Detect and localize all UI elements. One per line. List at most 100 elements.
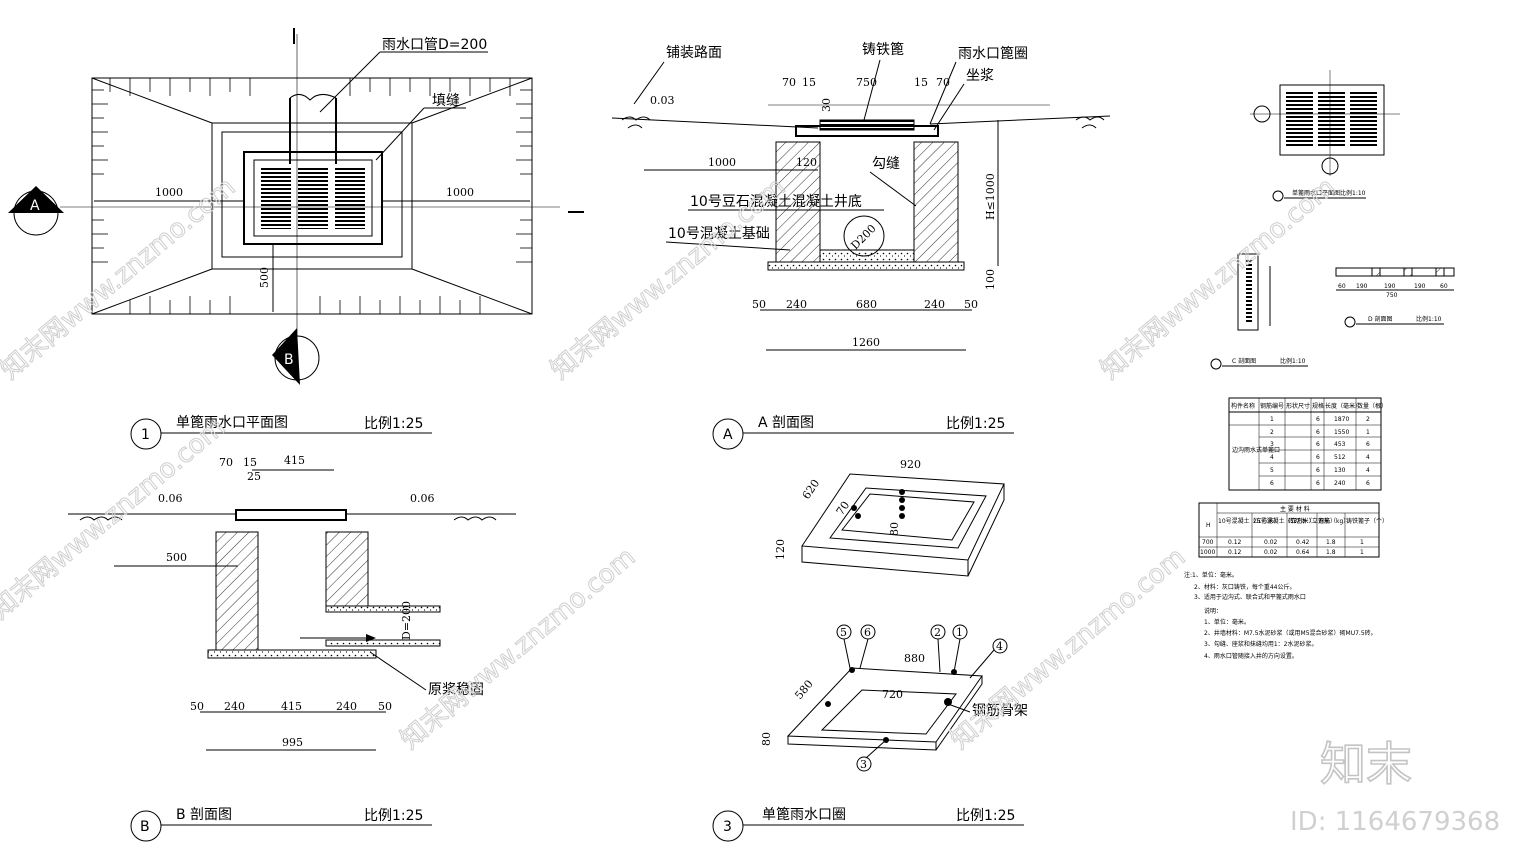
section-a-title: A 剖面图 (758, 415, 814, 431)
dim-50a: 50 (190, 700, 204, 713)
detail-index (1210, 358, 1222, 370)
base-slab (207, 649, 377, 659)
d-dim: 190 (1356, 283, 1368, 290)
detail-slots (1318, 92, 1345, 148)
rebar-cell: 6 (1316, 441, 1320, 448)
dim-620: 620 (800, 477, 823, 502)
soil-symbol (621, 116, 651, 129)
material-cell: 0.64 (1296, 549, 1310, 556)
rebar-cell: 130 (1334, 467, 1346, 474)
joint-label: 勾缝 (872, 156, 900, 172)
leader (665, 241, 791, 251)
rebar-dot (944, 698, 952, 706)
d-marker (1253, 105, 1271, 123)
dim-880: 880 (904, 652, 925, 665)
material-header: H (1206, 522, 1211, 529)
dim-750: 750 (856, 76, 877, 89)
material-cell: 0.12 (1228, 549, 1242, 556)
pipe-top (325, 605, 441, 613)
c-section (1237, 253, 1259, 331)
plan-frame (243, 151, 383, 245)
detail-slots (1286, 92, 1313, 148)
section-a-scale: 比例1:25 (946, 416, 1005, 432)
plan-pipe-break (289, 94, 337, 101)
d-section-bar (1403, 267, 1413, 277)
ring-scale: 比例1:25 (956, 808, 1015, 824)
title-index: 3 (723, 819, 732, 835)
callout-6-num: 6 (864, 626, 871, 639)
rebar-header: 长度（毫米） (1325, 402, 1361, 410)
plan-scale: 比例1:25 (364, 416, 423, 432)
callout-1-num: 1 (956, 626, 963, 639)
soil-symbol (453, 516, 497, 521)
wall-left (775, 141, 821, 263)
slope-right: 0.06 (410, 492, 435, 505)
dim-920: 920 (900, 458, 921, 471)
dim-80: 80 (760, 732, 773, 746)
material-cell: 0.02 (1264, 539, 1278, 546)
c-marker (1321, 157, 1339, 175)
rebar-cell: 4 (1270, 454, 1274, 461)
slope-left: 0.06 (158, 492, 183, 505)
detail-index (1344, 316, 1356, 328)
section-a-view: D200 1000 120 70 15 750 15 70 30 H≤1000 … (611, 42, 1111, 450)
grate (819, 119, 915, 131)
d-dim: 60 (1440, 283, 1448, 290)
title-index: A (723, 427, 733, 443)
material-cell: 0.42 (1296, 539, 1310, 546)
title-index-circle (712, 810, 744, 842)
dim-120: 120 (774, 539, 787, 560)
floor-label: 10号豆石混凝土混凝土井底 (690, 194, 862, 210)
dim-100: 100 (984, 269, 997, 290)
note-line: 3、适用于边沟式、联合式和平篦式雨水口 (1194, 593, 1306, 601)
watermark-logo: 知末 (1320, 737, 1412, 791)
dim-70: 70 (834, 499, 853, 518)
dim-dot (899, 505, 905, 511)
detail-plan-scale: 比例1:10 (1340, 189, 1366, 197)
plan-grate-slots-1 (261, 167, 291, 229)
watermark-text: 知末网www.znzmo.com (0, 412, 231, 625)
grate-top (235, 509, 347, 521)
material-header: 10号混凝土（立方米） (1218, 517, 1280, 525)
dim-80: 80 (888, 522, 901, 536)
dim-15b: 15 (914, 76, 928, 89)
plan-grate-slots-3 (335, 167, 365, 229)
material-cell: 1000 (1200, 549, 1215, 556)
plan-grate-slots-2 (298, 167, 328, 229)
dim-dot (851, 505, 857, 511)
rebar-cell: 1 (1366, 429, 1370, 436)
d-dim-total: 750 (1386, 292, 1398, 299)
mortar-label: 坐浆 (966, 68, 994, 84)
section-a-letter: A (30, 198, 40, 214)
rebar-header: 钢筋编号 (1260, 402, 1284, 410)
rebar-member: 边沟雨水式单篦口 (1232, 446, 1280, 454)
leader (633, 61, 665, 105)
watermark-text: 知末网www.znzmo.com (945, 542, 1191, 755)
d-section-bar (1371, 267, 1381, 277)
callout-3 (856, 756, 872, 772)
material-cell: 0.12 (1228, 539, 1242, 546)
material-header: 25号混凝土（立方米） (1253, 517, 1315, 525)
wall-left (215, 531, 259, 651)
rebar-cell: 6 (1316, 480, 1320, 487)
note-line: 4、雨水口管随接入井的方向设置。 (1204, 652, 1298, 660)
note-line: 3、勾缝、座浆和抹缝均用1：2水泥砂浆。 (1204, 640, 1317, 648)
section-b-title: B 剖面图 (176, 807, 232, 823)
plan-title: 单篦雨水口平面图 (176, 415, 288, 431)
rebar-cell: 5 (1270, 467, 1274, 474)
rebar-cell: 6 (1316, 467, 1320, 474)
rebar-header: 构件名称 (1231, 402, 1255, 410)
watermark-text: 知末网www.znzmo.com (1095, 172, 1341, 385)
title-index: B (140, 819, 150, 835)
material-title: 主 要 材 料 (1280, 505, 1310, 513)
callout-4-num: 4 (996, 640, 1003, 653)
rebar-header: 规格 (1312, 402, 1324, 410)
rebar-cell: 6 (1316, 454, 1320, 461)
detail-grate (1279, 84, 1385, 156)
leader (953, 638, 961, 673)
soil-symbol (79, 516, 123, 521)
wall-right (325, 531, 369, 607)
material-cell: 700 (1202, 539, 1214, 546)
detail-index (1272, 190, 1284, 202)
dim-415-top: 415 (284, 454, 305, 467)
